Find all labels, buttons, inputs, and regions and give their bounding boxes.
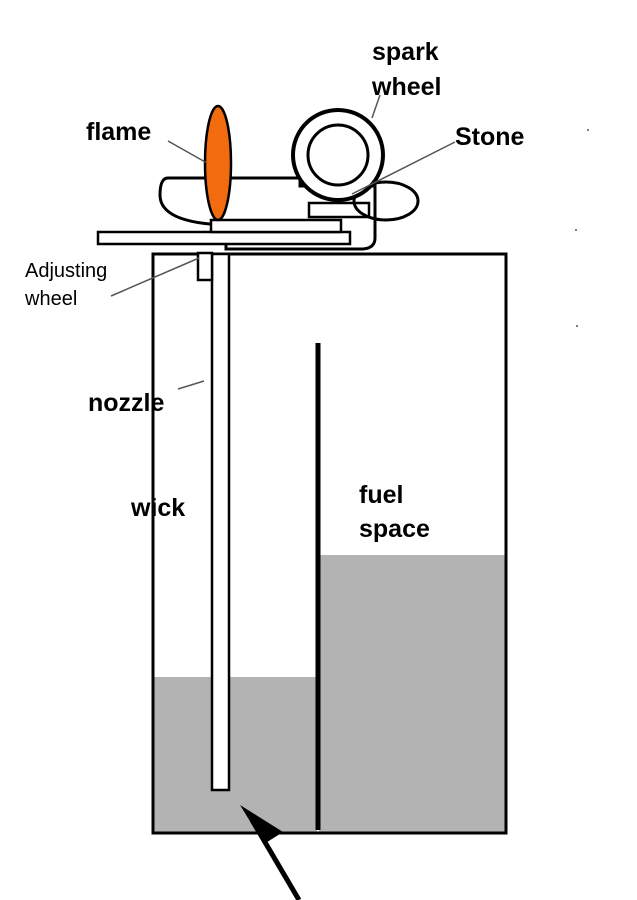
stone-spring: [352, 180, 420, 222]
label-flame: flame: [86, 118, 151, 146]
speck: [575, 229, 577, 231]
fuel-level-left: [154, 677, 317, 833]
label-fuel-line2: space: [359, 515, 430, 543]
label-adjusting-line1: Adjusting: [25, 260, 107, 282]
label-fuel-line1: fuel: [359, 481, 403, 509]
flame-icon: [203, 104, 233, 222]
label-nozzle: nozzle: [88, 389, 164, 417]
label-spark-wheel-line1: spark: [372, 38, 439, 66]
fuel-level-right: [319, 555, 505, 833]
lever-bar: [96, 230, 352, 246]
spark-wheel-hub: [306, 123, 370, 187]
nozzle-leader: [177, 380, 205, 390]
adjusting-leader: [110, 257, 200, 297]
spark-wheel-leader: [371, 94, 381, 119]
label-stone: Stone: [455, 123, 525, 151]
label-wick: wick: [130, 494, 185, 522]
speck: [576, 325, 578, 327]
fuel-tank: [151, 252, 508, 835]
nozzle-cap: [209, 218, 343, 234]
stone-leader: [351, 141, 456, 195]
flame-leader: [167, 140, 208, 164]
adjusting-wheel: [196, 251, 214, 282]
label-spark-wheel-line2: wheel: [371, 73, 441, 101]
wick-tube: [210, 252, 231, 792]
air-arrow-icon: [240, 805, 283, 844]
label-adjusting-line2: wheel: [24, 288, 77, 310]
stone-holder: [307, 201, 371, 219]
speck: [587, 129, 589, 131]
